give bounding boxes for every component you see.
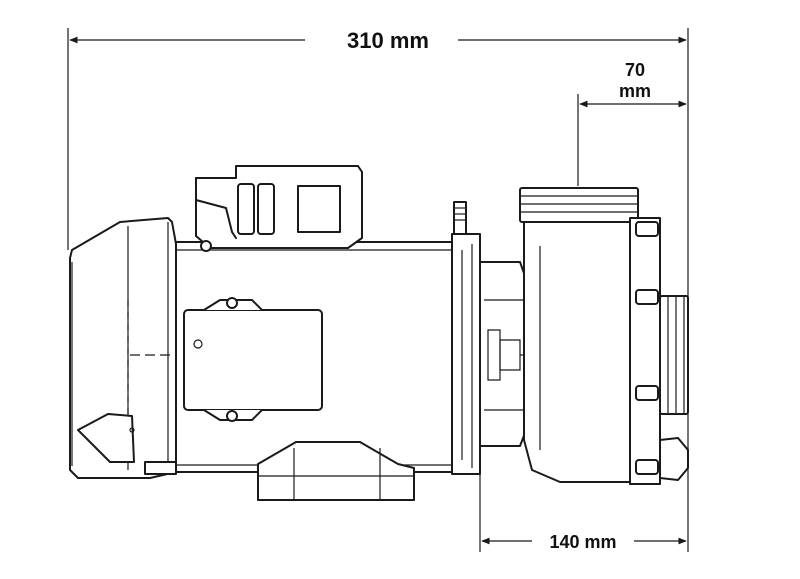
capacitor-box [183, 297, 323, 422]
motor-foot [257, 441, 415, 501]
pump-head-dimension: 140 mm [479, 470, 687, 552]
pump-head-length-label: 140 mm [549, 532, 616, 552]
overall-length-label: 310 mm [347, 28, 429, 53]
inlet-offset-dimension: 70 mm [577, 60, 687, 186]
motor-flange [451, 201, 481, 475]
inlet-offset-unit: mm [619, 81, 651, 101]
junction-box [195, 165, 363, 252]
pump-wet-end [519, 187, 689, 485]
fan-cover [69, 217, 177, 479]
inlet-offset-value: 70 [625, 60, 645, 80]
